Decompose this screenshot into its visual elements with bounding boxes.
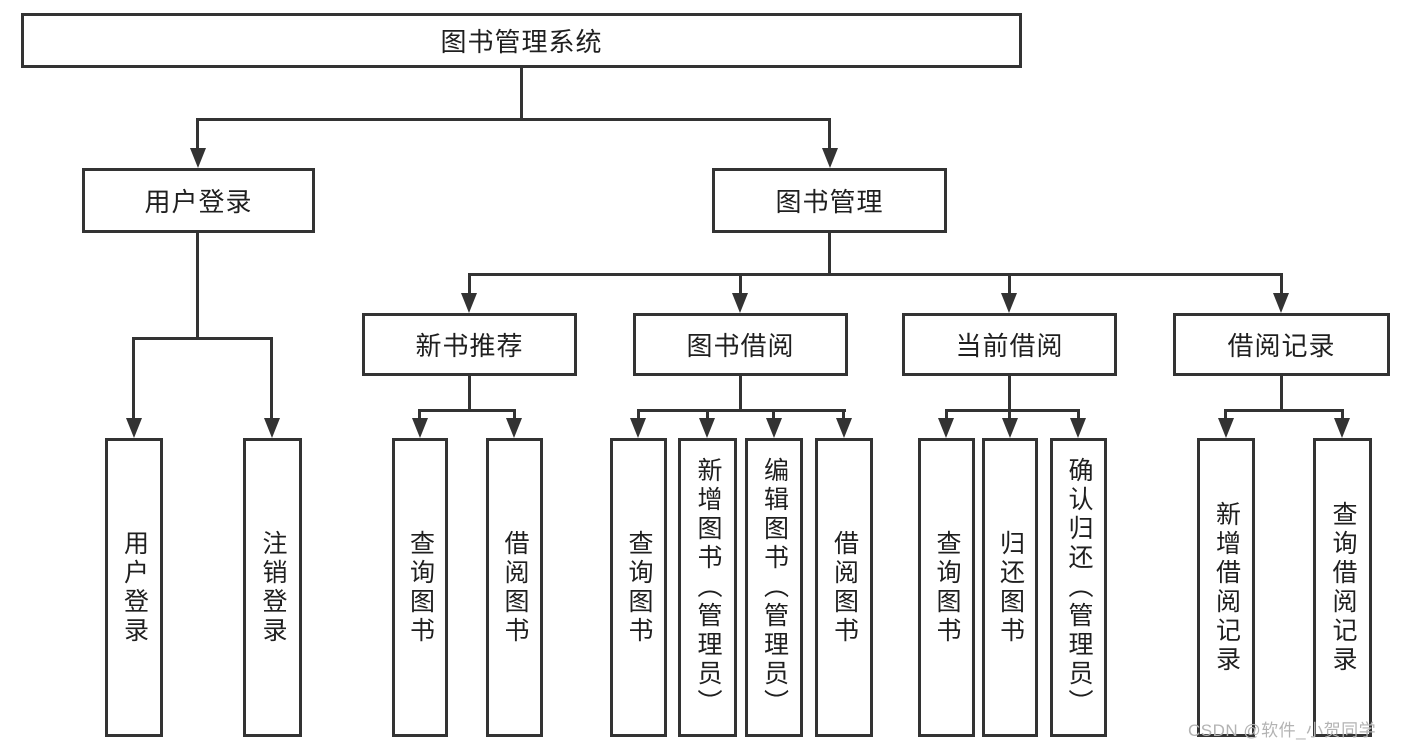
node-book-management-label: 图书管理	[775, 187, 884, 217]
connector-arrowhead	[938, 418, 954, 438]
connector-line	[418, 409, 516, 412]
leaf-bb-add-book: 新增图书（管理员）	[678, 438, 737, 737]
connector-arrowhead	[822, 148, 838, 168]
connector-line	[520, 68, 523, 118]
connector-line	[637, 409, 846, 412]
leaf-br-query-record-label: 查询借阅记录	[1329, 500, 1357, 675]
connector-line	[772, 409, 775, 422]
connector-line	[1077, 409, 1080, 422]
connector-line	[739, 376, 742, 409]
connector-line	[1008, 376, 1011, 409]
connector-arrowhead	[126, 418, 142, 438]
connector-line	[1280, 376, 1283, 409]
node-current-borrow: 当前借阅	[902, 313, 1117, 376]
leaf-bb-edit-book-label: 编辑图书（管理员）	[760, 457, 789, 718]
connector-arrowhead	[190, 148, 206, 168]
node-new-book-recommend: 新书推荐	[362, 313, 577, 376]
connector-arrowhead	[836, 418, 852, 438]
connector-arrowhead	[766, 418, 782, 438]
leaf-cb-query-book: 查询图书	[918, 438, 975, 737]
node-user-login: 用户登录	[82, 168, 315, 233]
node-root-label: 图书管理系统	[440, 27, 603, 57]
connector-line	[1008, 409, 1011, 422]
connector-line	[468, 376, 471, 409]
connector-arrowhead	[1218, 418, 1234, 438]
leaf-cb-confirm-return-label: 确认归还（管理员）	[1065, 457, 1093, 718]
connector-line	[828, 233, 831, 273]
leaf-bb-query-book: 查询图书	[610, 438, 667, 737]
connector-line	[196, 118, 199, 152]
connector-line	[828, 118, 831, 152]
node-book-borrow: 图书借阅	[633, 313, 848, 376]
connector-arrowhead	[412, 418, 428, 438]
node-current-borrow-label: 当前借阅	[955, 331, 1064, 361]
connector-line	[468, 273, 1283, 276]
leaf-cb-query-book-label: 查询图书	[933, 529, 961, 646]
connector-line	[1280, 273, 1283, 297]
connector-arrowhead	[1002, 418, 1018, 438]
leaf-bb-borrow-book-label: 借阅图书	[830, 529, 859, 646]
connector-arrowhead	[1070, 418, 1086, 438]
connector-line	[132, 337, 273, 340]
connector-line	[842, 409, 845, 422]
connector-arrowhead	[264, 418, 280, 438]
leaf-bb-query-book-label: 查询图书	[625, 529, 653, 646]
leaf-rec-borrow-book: 借阅图书	[486, 438, 543, 737]
leaf-rec-borrow-book-label: 借阅图书	[501, 529, 529, 646]
node-book-borrow-label: 图书借阅	[686, 331, 795, 361]
connector-line	[513, 409, 516, 422]
connector-line	[132, 337, 135, 420]
leaf-cb-return-book-label: 归还图书	[996, 529, 1025, 646]
connector-arrowhead	[1273, 293, 1289, 313]
connector-line	[468, 273, 471, 297]
connector-line	[196, 233, 199, 337]
node-root: 图书管理系统	[21, 13, 1022, 68]
leaf-login-label: 用户登录	[120, 529, 149, 646]
connector-arrowhead	[699, 418, 715, 438]
leaf-cb-confirm-return: 确认归还（管理员）	[1050, 438, 1107, 737]
leaf-logout-label: 注销登录	[259, 529, 287, 646]
leaf-rec-query-book-label: 查询图书	[406, 529, 435, 646]
connector-line	[1224, 409, 1343, 412]
node-user-login-label: 用户登录	[144, 187, 253, 217]
connector-arrowhead	[1001, 293, 1017, 313]
connector-line	[270, 337, 273, 420]
node-new-book-recommend-label: 新书推荐	[415, 331, 524, 361]
connector-line	[706, 409, 709, 422]
connector-line	[418, 409, 421, 422]
leaf-cb-return-book: 归还图书	[982, 438, 1038, 737]
csdn-watermark: CSDN @软件_小贺同学	[1188, 721, 1377, 740]
leaf-br-query-record: 查询借阅记录	[1313, 438, 1372, 737]
connector-line	[945, 409, 1080, 412]
connector-arrowhead	[630, 418, 646, 438]
leaf-login: 用户登录	[105, 438, 163, 737]
node-book-management: 图书管理	[712, 168, 947, 233]
leaf-bb-borrow-book: 借阅图书	[815, 438, 873, 737]
leaf-bb-edit-book: 编辑图书（管理员）	[745, 438, 803, 737]
connector-arrowhead	[506, 418, 522, 438]
connector-arrowhead	[1334, 418, 1350, 438]
connector-line	[196, 118, 831, 121]
leaf-br-add-record: 新增借阅记录	[1197, 438, 1255, 737]
leaf-br-add-record-label: 新增借阅记录	[1212, 500, 1241, 675]
connector-line	[739, 273, 742, 297]
connector-line	[1008, 273, 1011, 297]
connector-line	[945, 409, 948, 422]
connector-line	[1341, 409, 1344, 422]
connector-line	[1224, 409, 1227, 422]
node-borrow-record: 借阅记录	[1173, 313, 1390, 376]
leaf-logout: 注销登录	[243, 438, 302, 737]
connector-arrowhead	[461, 293, 477, 313]
node-borrow-record-label: 借阅记录	[1227, 331, 1336, 361]
leaf-bb-add-book-label: 新增图书（管理员）	[694, 457, 722, 718]
connector-line	[637, 409, 640, 422]
leaf-rec-query-book: 查询图书	[392, 438, 448, 737]
connector-arrowhead	[732, 293, 748, 313]
